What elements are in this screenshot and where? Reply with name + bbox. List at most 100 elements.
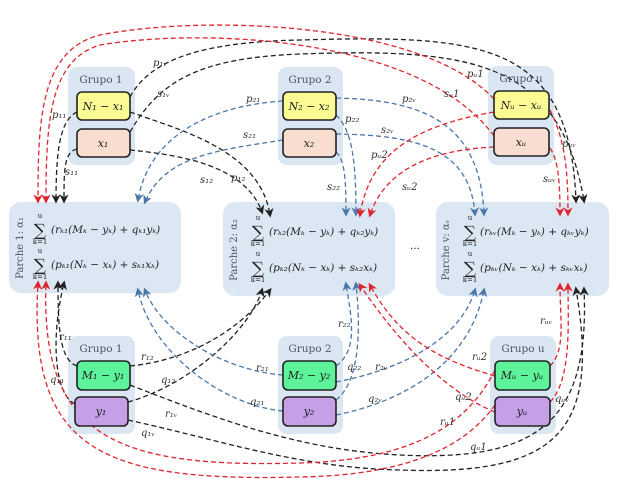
edge-q12 <box>127 287 265 403</box>
edge-puv <box>549 109 573 217</box>
edge-su1 <box>41 37 495 204</box>
label-r21: r₂₁ <box>256 363 269 374</box>
label-pu2: pᵤ2 <box>371 150 388 161</box>
parche-1-sum1-sigma: ∑ <box>34 221 46 241</box>
label-pu1: pᵤ1 <box>467 69 484 80</box>
edge-r21 <box>143 287 284 376</box>
edge-su2 <box>367 146 495 218</box>
parche-v-sum2-lower: k=1 <box>463 276 478 284</box>
parche-v-sum1-upper: u <box>468 214 473 222</box>
label-s22: s₂₂ <box>327 182 340 193</box>
parche-1-title: Parche 1: α₁ <box>15 217 26 279</box>
node-m1-y1-label: M₁ − y₁ <box>81 369 125 382</box>
node-x1 <box>76 128 131 158</box>
node-m2-y2 <box>282 360 337 391</box>
node-n1-x1 <box>76 91 131 121</box>
parche-2-sum2-lower: k=1 <box>251 276 266 284</box>
node-x1-label: x₁ <box>98 137 109 150</box>
node-nu-xu-label: Nᵤ − xᵤ <box>500 99 542 112</box>
parche-2-line2: (pₖ₂(Nₖ − xₖ) + sₖ₂xₖ) <box>269 262 377 274</box>
edge-ru2 <box>368 282 496 377</box>
edge-ruv <box>549 282 565 367</box>
node-nu-xu <box>493 90 550 120</box>
node-m1-y1 <box>76 360 131 391</box>
label-p22: p₂₂ <box>345 114 359 125</box>
edge-q11 <box>55 280 76 405</box>
top-nodes <box>76 90 550 158</box>
group-bottom-2-title: Grupo 2 <box>288 343 331 355</box>
label-s12: s₁₂ <box>200 175 213 186</box>
parche-2 <box>223 202 395 296</box>
parche-2-title: Parche 2: α₂ <box>229 219 240 281</box>
node-mu-yu <box>494 360 551 391</box>
node-x2 <box>282 128 337 158</box>
parche-v-sum1-sigma: ∑ <box>464 223 476 243</box>
label-p1v: p₁ᵥ <box>153 58 167 69</box>
parche-2-sum1-lower: k=1 <box>251 240 266 248</box>
parche-1-sum2-lower: k=1 <box>33 273 48 281</box>
edge-ru1 <box>41 280 496 465</box>
group-top-1-title: Grupo 1 <box>79 74 122 86</box>
label-s11: s₁₁ <box>65 167 78 178</box>
label-qu1: qᵤ1 <box>470 442 487 453</box>
label-r1v: r₁ᵥ <box>165 409 178 420</box>
edge-q2v <box>335 287 488 416</box>
label-p11: p₁₁ <box>52 110 66 121</box>
label-su1: sᵤ1 <box>444 89 459 100</box>
edge-s11 <box>59 148 78 204</box>
edge-p2v <box>335 97 489 217</box>
label-r22: r₂₂ <box>338 319 351 330</box>
node-y2-label: y₂ <box>303 405 315 418</box>
edge-quv <box>549 282 573 403</box>
edge-r2v <box>335 287 478 383</box>
edge-p12 <box>129 111 274 218</box>
ellipsis: ··· <box>410 243 420 255</box>
parche-1-line1: (rₖ₁(Mₖ − yₖ) + qₖ₁yₖ) <box>51 224 160 236</box>
edge-s1v <box>129 52 588 204</box>
label-s21: s₂₁ <box>243 130 256 141</box>
bottom-nodes <box>74 360 551 427</box>
parche-v-line1: (rₖᵥ(Mₖ − yₖ) + qₖᵥyₖ) <box>480 226 589 238</box>
node-m2-y2-label: M₂ − y₂ <box>287 369 331 382</box>
edge-r11 <box>53 280 78 367</box>
parche-1-sum1-lower: k=1 <box>33 238 48 246</box>
parche-v-sum2-upper: u <box>468 250 473 258</box>
parche-v-line2: (pₖᵥ(Nₖ − xₖ) + sₖᵥxₖ) <box>480 262 587 274</box>
edge-qu1 <box>33 280 496 479</box>
parche-v <box>436 202 609 296</box>
node-y1-label: y₁ <box>95 405 107 418</box>
edge-pu2 <box>356 111 495 218</box>
label-q2v: q₂ᵥ <box>368 394 382 405</box>
parche-v-sum1-lower: k=1 <box>463 240 478 248</box>
edge-suv <box>549 147 565 217</box>
parche-1-sum2-upper: u <box>38 247 43 255</box>
edge-q1v <box>127 286 583 472</box>
edge-r1v <box>129 286 589 457</box>
node-yu <box>494 396 551 427</box>
label-r12: r₁₂ <box>141 352 154 363</box>
edge-s12 <box>129 149 265 215</box>
parche-1-sum2-sigma: ∑ <box>34 256 46 276</box>
parche-2-sum2-upper: u <box>256 250 261 258</box>
label-suv: sᵤᵥ <box>543 174 556 185</box>
node-y2 <box>282 396 337 427</box>
node-n2-x2 <box>282 91 337 121</box>
edge-labels: p₁₁ s₁₁ p₁ᵥ s₁ᵥ p₁₂ s₁₂ p₂₁ s₂₁ p₂₂ s₂₂ … <box>50 58 576 453</box>
edge-pu1 <box>33 24 495 204</box>
edges <box>33 24 589 479</box>
label-q21: q₂₁ <box>250 397 264 408</box>
node-y1 <box>74 396 129 427</box>
label-r11: r₁₁ <box>59 332 72 343</box>
parche-1-line2: (pₖ₁(Nₖ − xₖ) + sₖ₁xₖ) <box>51 259 159 271</box>
label-q11: q₁₁ <box>50 375 64 386</box>
label-p12: p₁₂ <box>231 173 245 184</box>
node-n1-x1-label: N₁ − x₁ <box>82 100 124 113</box>
parche-v-sum2-sigma: ∑ <box>464 259 476 279</box>
parche-2-line1: (rₖ₂(Mₖ − yₖ) + qₖ₂yₖ) <box>269 226 378 238</box>
edge-p11 <box>51 111 78 204</box>
label-quv: qᵤᵥ <box>555 394 569 405</box>
group-bottom-1-title: Grupo 1 <box>79 343 122 355</box>
label-qu2: qᵤ2 <box>455 392 472 403</box>
edge-r22 <box>335 281 353 367</box>
